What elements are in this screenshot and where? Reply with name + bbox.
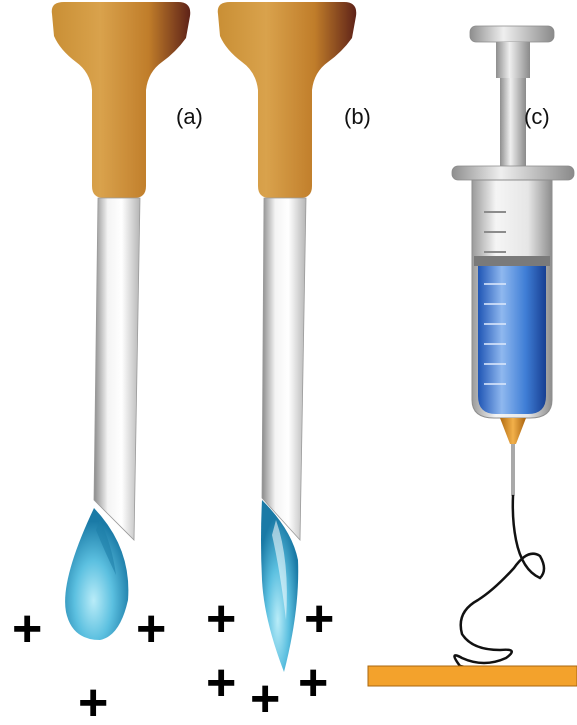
charge-plus: + [304, 590, 334, 648]
charge-plus: + [206, 654, 236, 712]
charge-plus: + [298, 654, 328, 712]
pipette-needle-a [94, 198, 140, 540]
panel-a: (a) + + + [12, 2, 203, 725]
syringe-liquid [478, 266, 546, 414]
panel-label-b: (b) [344, 104, 371, 129]
finger-flange [452, 166, 574, 180]
charge-plus: + [12, 600, 42, 658]
plunger-rod [500, 78, 526, 174]
plunger-seal [474, 256, 550, 266]
panel-c: (c) [368, 26, 577, 686]
droplet-a [65, 508, 128, 640]
charge-plus: + [206, 590, 236, 648]
panel-label-c: (c) [524, 104, 550, 129]
collector-substrate [368, 666, 577, 686]
pipette-needle-b [262, 198, 306, 540]
charge-plus: + [78, 674, 108, 725]
charge-plus: + [136, 600, 166, 658]
pipette-bulb-b [218, 2, 357, 198]
charge-plus: + [250, 670, 280, 725]
plunger-cap [470, 26, 554, 42]
pipette-bulb-a [52, 2, 191, 198]
needle-hub [500, 418, 526, 444]
plunger-neck [496, 42, 530, 78]
polymer-fiber [454, 496, 544, 668]
panel-b: (b) + + + + + [206, 2, 371, 725]
panel-label-a: (a) [176, 104, 203, 129]
syringe-needle [511, 444, 515, 496]
